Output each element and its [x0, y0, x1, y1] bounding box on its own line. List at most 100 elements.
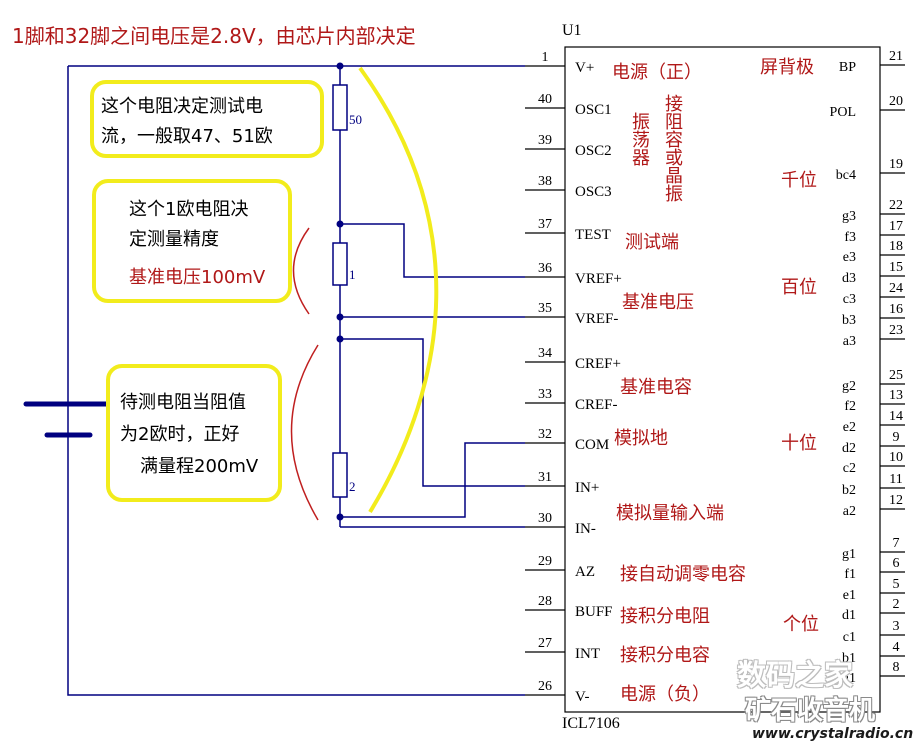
- wire-in-plus: [340, 338, 525, 487]
- highlight-bracket-curve: [358, 66, 439, 514]
- chip-pin-name: d3: [842, 271, 856, 286]
- chip-pin-name: V-: [575, 689, 589, 705]
- note-text: 流，一般取47、51欧: [101, 126, 273, 147]
- chip-pin-number: 13: [889, 388, 903, 403]
- label-power-negative: 电源（负）: [620, 684, 710, 705]
- junction-dot: [336, 220, 344, 228]
- chip-pin-number: 32: [538, 427, 552, 442]
- chip-pin-name: OSC1: [575, 102, 612, 118]
- bracket-arc-r2: [290, 344, 319, 521]
- chip-ref: U1: [562, 22, 582, 39]
- label-analog-input: 模拟量输入端: [616, 503, 724, 524]
- watermark-logo-text: 数码之家: [737, 658, 854, 692]
- label-tens-digit: 十位: [781, 433, 817, 454]
- chip-pin-number: 27: [538, 636, 552, 651]
- chip-pin-number: 26: [538, 679, 552, 694]
- chip-pin-name: VREF+: [575, 271, 622, 287]
- chip-pin-number: 6: [893, 556, 900, 571]
- chip-pin-name: f3: [844, 230, 856, 245]
- label-integrator-resistor: 接积分电阻: [620, 606, 710, 627]
- chip-pin-name: INT: [575, 646, 600, 662]
- label-auto-zero-cap: 接自动调零电容: [620, 564, 746, 585]
- chip-pin-number: 37: [538, 217, 552, 232]
- chip-pin-number: 22: [889, 198, 903, 213]
- label-oscillator: 振荡器: [629, 112, 650, 166]
- chip-pin-name: bc4: [836, 168, 856, 183]
- chip-pin-name: b1: [842, 651, 856, 666]
- resistor-r50-label: 50: [349, 112, 362, 127]
- junction-dot: [336, 62, 344, 70]
- chip-pin-number: 24: [889, 281, 903, 296]
- chip-pin-number: 9: [893, 430, 900, 445]
- chip-pin-name: e3: [843, 250, 856, 265]
- wire-com: [340, 442, 525, 518]
- resistor-r50: [332, 84, 348, 131]
- label-integrator-capacitor: 接积分电容: [620, 645, 710, 666]
- chip-pin-number: 10: [889, 450, 903, 465]
- chip-pin-name: CREF+: [575, 356, 621, 372]
- chip-pin-name: g3: [842, 209, 856, 224]
- chip-pin-name: CREF-: [575, 397, 618, 413]
- chip-pin-name: a1: [843, 671, 856, 686]
- chip-pin-number: 25: [889, 368, 903, 383]
- chip-pin-number: 38: [538, 174, 552, 189]
- label-thousands-digit: 千位: [781, 170, 817, 191]
- chip-pin-name: g1: [842, 547, 856, 562]
- junction-dot: [336, 335, 344, 343]
- chip-pin-name: BP: [839, 60, 856, 75]
- label-hundreds-digit: 百位: [781, 277, 817, 298]
- chip-pin-number: 2: [893, 597, 900, 612]
- note-box-full-scale: 待测电阻当阻值 为2欧时，正好 满量程200mV: [106, 364, 282, 502]
- chip-pin-name: AZ: [575, 564, 595, 580]
- chip-pin-name: d1: [842, 608, 856, 623]
- note-text: 为2欧时，正好: [120, 424, 240, 445]
- chip-pin-number: 40: [538, 92, 552, 107]
- note-box-test-current: 这个电阻决定测试电 流，一般取47、51欧: [90, 80, 324, 158]
- chip-pin-number: 20: [889, 94, 903, 109]
- chip-pin-name: VREF-: [575, 311, 618, 327]
- resistor-r1-label: 1: [349, 267, 356, 282]
- chip-pin-name: OSC3: [575, 184, 612, 200]
- chip-pin-name: b2: [842, 483, 856, 498]
- wire-vref-plus: [340, 223, 525, 278]
- chip-pin-name: a3: [843, 334, 856, 349]
- chip-pin-name: c2: [843, 461, 856, 476]
- chip-pin-name: COM: [575, 437, 609, 453]
- chip-pin-number: 31: [538, 470, 552, 485]
- note-box-precision: 这个1欧电阻决 定测量精度 基准电压100mV: [92, 179, 292, 303]
- chip-pin-number: 21: [889, 49, 903, 64]
- label-test-port: 测试端: [625, 232, 679, 253]
- chip-pin-name: e2: [843, 420, 856, 435]
- chip-pin-number: 23: [889, 323, 903, 338]
- chip-pin-number: 14: [889, 409, 903, 424]
- chip-pin-number: 11: [889, 472, 902, 487]
- header-note: 1脚和32脚之间电压是2.8V，由芯片内部决定: [12, 24, 416, 48]
- watermark-url: www.crystalradio.cn: [752, 726, 914, 742]
- label-units-digit: 个位: [783, 614, 819, 635]
- chip-pin-number: 4: [893, 640, 900, 655]
- label-power-positive: 电源（正）: [612, 62, 702, 83]
- label-analog-ground: 模拟地: [614, 428, 668, 449]
- chip-pin-name: b3: [842, 313, 856, 328]
- chip-pin-name: TEST: [575, 227, 611, 243]
- resistor-r2: [332, 452, 348, 498]
- chip-pin-number: 1: [542, 50, 549, 65]
- label-backplane: 屏背极: [760, 57, 814, 78]
- chip-pin-name: IN+: [575, 480, 599, 496]
- chip-pin-number: 16: [889, 302, 903, 317]
- note-text: 这个电阻决定测试电: [101, 96, 263, 117]
- label-reference-voltage: 基准电压: [622, 292, 694, 313]
- label-rc-or-crystal: 接阻容或晶振: [662, 94, 683, 202]
- chip-pin-number: 7: [893, 536, 900, 551]
- chip-pin-number: 3: [893, 619, 900, 634]
- chip-pin-name: c3: [843, 292, 856, 307]
- chip-pin-number: 5: [893, 577, 900, 592]
- chip-pin-name: e1: [843, 588, 856, 603]
- chip-pin-number: 19: [889, 157, 903, 172]
- watermark-site-name: 矿石收音机: [745, 696, 876, 726]
- chip-pin-name: IN-: [575, 521, 596, 537]
- chip-pin-number: 35: [538, 301, 552, 316]
- chip-pin-number: 12: [889, 493, 903, 508]
- chip-pin-number: 30: [538, 511, 552, 526]
